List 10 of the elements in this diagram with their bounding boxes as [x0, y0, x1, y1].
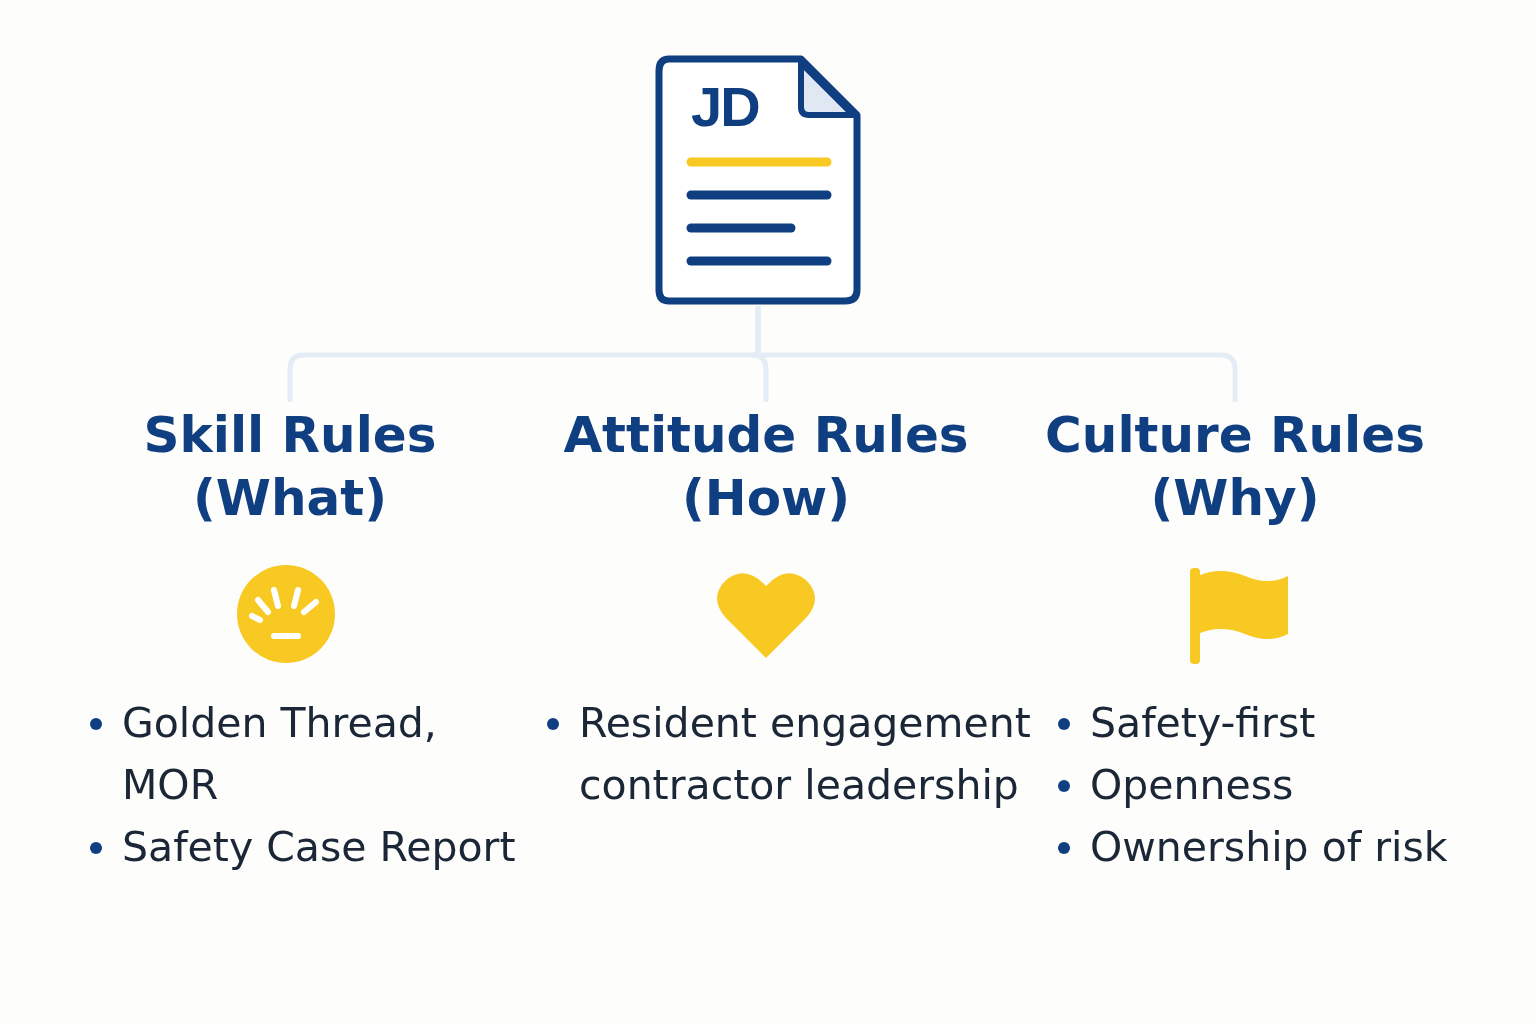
- bullet-item: Ownership of risk: [1060, 816, 1510, 878]
- bullet-item: Golden Thread, MOR: [92, 692, 542, 816]
- column-heading: Culture Rules (Why): [1044, 405, 1426, 529]
- column-heading: Skill Rules (What): [142, 405, 438, 529]
- column-heading: Attitude Rules (How): [562, 405, 970, 529]
- bullet-item: Resident engagement contractor leadership: [549, 692, 1045, 816]
- bullet-item: Safety Case Report: [92, 816, 542, 878]
- document-label: JD: [691, 77, 759, 137]
- bullet-item: Openness: [1060, 754, 1510, 816]
- bullet-item: Safety-first: [1060, 692, 1510, 754]
